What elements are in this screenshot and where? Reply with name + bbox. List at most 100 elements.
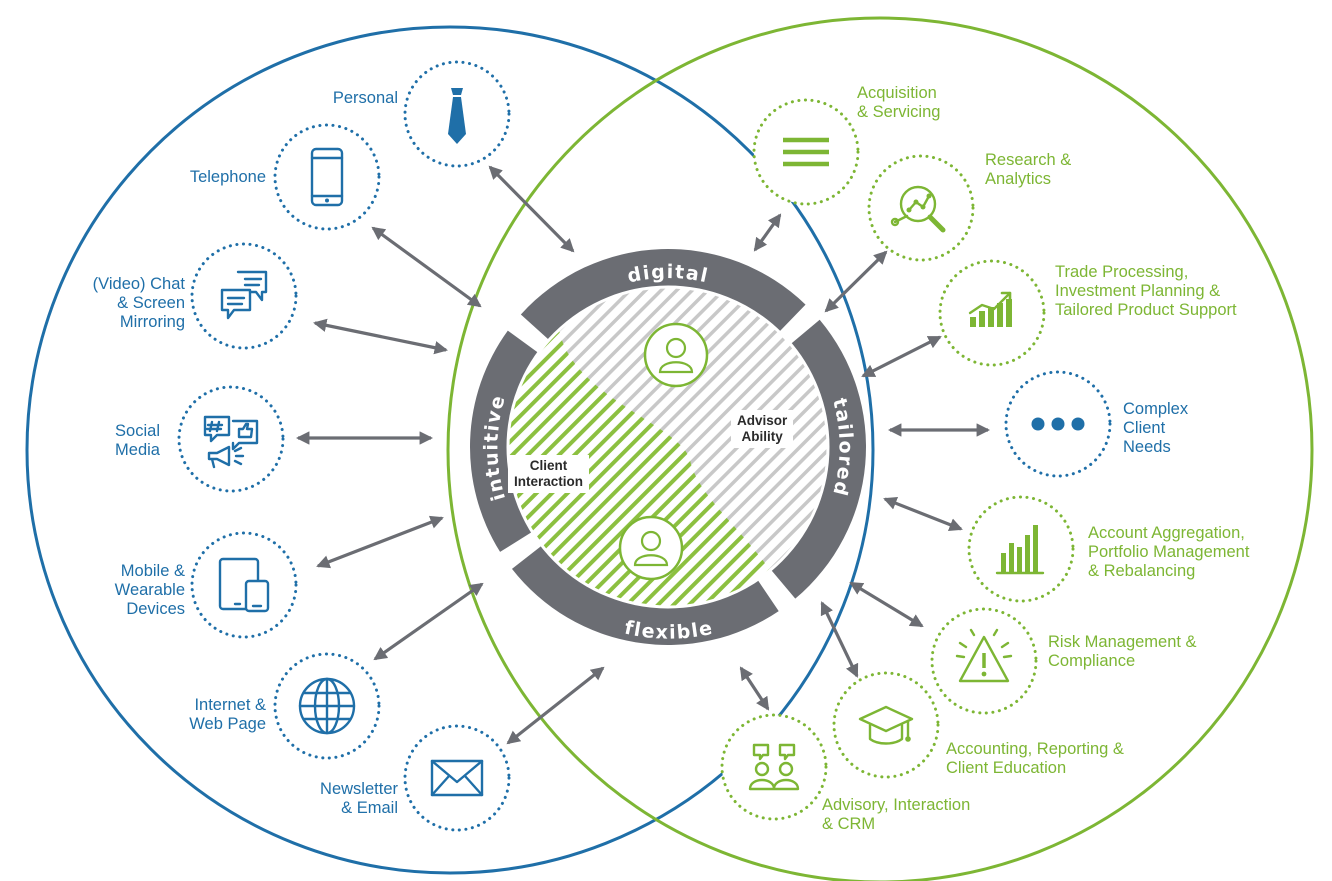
connector-arrow bbox=[313, 318, 448, 355]
connector-arrow bbox=[883, 496, 963, 532]
connector-arrow bbox=[861, 335, 942, 378]
connector-arrow bbox=[316, 515, 444, 569]
connector-arrow bbox=[849, 581, 924, 628]
icon-node bbox=[273, 652, 381, 760]
connector-arrow bbox=[739, 666, 770, 711]
icon-node bbox=[832, 671, 940, 779]
ring-inner-edge bbox=[506, 285, 830, 609]
icon-node bbox=[938, 259, 1046, 367]
label-line: Risk Management & bbox=[1048, 633, 1197, 651]
center-label-client-line: Interaction bbox=[514, 474, 584, 489]
dotted-circle bbox=[190, 242, 298, 350]
label-line: Mobile & bbox=[120, 562, 185, 580]
label-line: Telephone bbox=[189, 168, 266, 186]
center-label-advisor-line: Ability bbox=[741, 429, 783, 444]
label-telephone: Telephone bbox=[190, 168, 266, 187]
envelope-icon bbox=[430, 759, 484, 797]
label-account-aggregation: Account Aggregation,Portfolio Management… bbox=[1088, 524, 1249, 581]
connector-arrow bbox=[820, 601, 859, 678]
chat-bubbles-icon bbox=[220, 270, 268, 320]
label-line: Web Page bbox=[189, 715, 266, 733]
icon-node bbox=[967, 495, 1075, 603]
connector-arrow bbox=[824, 250, 888, 313]
icon-node bbox=[752, 98, 860, 206]
capabilities-circle bbox=[446, 16, 1314, 881]
label-line: Newsletter bbox=[320, 780, 398, 798]
label-acquisition: Acquisition& Servicing bbox=[857, 84, 940, 122]
icon-node bbox=[177, 385, 285, 493]
connector-arrows bbox=[295, 165, 991, 745]
icon-node bbox=[403, 60, 511, 168]
bar-chart-icon bbox=[995, 525, 1045, 575]
client-person-icon bbox=[618, 515, 684, 581]
label-line: Media bbox=[115, 441, 160, 459]
icon-node bbox=[190, 242, 298, 350]
center-label-client: Client Interaction bbox=[508, 455, 590, 493]
icon-node bbox=[1004, 370, 1112, 478]
dotted-circle bbox=[273, 123, 381, 231]
label-advisory: Advisory, Interaction& CRM bbox=[822, 796, 970, 834]
warning-icon bbox=[955, 628, 1013, 683]
connector-arrow bbox=[373, 582, 484, 661]
social-media-icon bbox=[203, 415, 259, 469]
label-line: Accounting, Reporting & bbox=[946, 740, 1124, 758]
magnifier-chart-icon bbox=[890, 185, 946, 233]
growth-chart-icon bbox=[968, 291, 1012, 327]
label-line: Compliance bbox=[1048, 652, 1136, 670]
globe-icon bbox=[298, 677, 356, 735]
label-line: Account Aggregation, bbox=[1088, 524, 1245, 542]
outer-ring bbox=[470, 249, 867, 645]
ellipsis-icon bbox=[1031, 417, 1085, 431]
ring-segment-right bbox=[770, 319, 867, 599]
connector-arrow bbox=[506, 666, 605, 745]
dotted-circle bbox=[832, 671, 940, 779]
icon-node bbox=[273, 123, 381, 231]
icon-node bbox=[720, 713, 828, 821]
icon-node bbox=[930, 607, 1038, 715]
graduation-cap-icon bbox=[858, 705, 914, 745]
label-trade-processing: Trade Processing,Investment Planning &Ta… bbox=[1055, 263, 1237, 320]
ring-segment-left bbox=[470, 330, 539, 552]
tablet-phone-icon bbox=[218, 557, 270, 613]
ring-segment-bottom bbox=[511, 545, 779, 645]
menu-lines-icon bbox=[783, 137, 829, 167]
dotted-circle bbox=[177, 385, 285, 493]
label-line: Client bbox=[1123, 419, 1166, 437]
label-line: Analytics bbox=[985, 170, 1052, 188]
icon-node bbox=[190, 531, 298, 639]
label-accounting: Accounting, Reporting &Client Education bbox=[946, 740, 1124, 778]
label-line: Tailored Product Support bbox=[1055, 301, 1237, 319]
label-line: (Video) Chat bbox=[92, 275, 185, 293]
label-internet: Internet &Web Page bbox=[189, 696, 266, 734]
label-line: Wearable bbox=[114, 581, 185, 599]
center-label-advisor-line: Advisor bbox=[737, 413, 788, 428]
dotted-circle bbox=[403, 724, 511, 832]
dotted-circle bbox=[720, 713, 828, 821]
connector-arrow bbox=[371, 226, 482, 308]
label-newsletter: Newsletter& Email bbox=[320, 780, 398, 818]
dotted-circle bbox=[190, 531, 298, 639]
label-line: Needs bbox=[1123, 438, 1171, 456]
label-line: Client Education bbox=[946, 759, 1067, 777]
phone-icon bbox=[310, 147, 344, 207]
label-line: Devices bbox=[126, 600, 185, 618]
advisory-people-icon bbox=[748, 743, 800, 791]
label-line: Personal bbox=[332, 89, 398, 107]
label-line: Acquisition bbox=[857, 84, 937, 102]
label-risk-management: Risk Management &Compliance bbox=[1048, 633, 1197, 671]
icon-node bbox=[867, 154, 975, 262]
label-line: Social bbox=[115, 422, 160, 440]
label-line: Complex bbox=[1123, 400, 1189, 418]
label-line: Trade Processing, bbox=[1055, 263, 1189, 281]
label-line: & Rebalancing bbox=[1088, 562, 1196, 580]
label-line: & Screen bbox=[117, 294, 185, 312]
channels-circle bbox=[25, 25, 875, 875]
label-line: Portfolio Management bbox=[1088, 543, 1250, 561]
label-line: & Servicing bbox=[857, 103, 941, 121]
label-line: & CRM bbox=[822, 815, 876, 833]
label-line: Internet & bbox=[194, 696, 266, 714]
tie-icon bbox=[448, 88, 466, 144]
